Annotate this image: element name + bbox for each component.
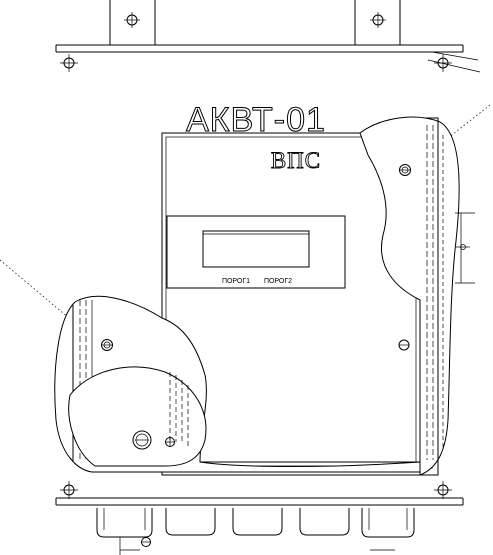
top-screw-hole-left	[124, 12, 140, 28]
cable-gland-5	[361, 508, 415, 551]
right-clip	[427, 51, 481, 73]
ground-screw	[132, 430, 152, 450]
threshold-1-label: ПОРОГ1	[222, 278, 250, 285]
cutaway-upper-right	[359, 116, 460, 476]
cable-gland-2	[165, 508, 216, 536]
cover-screw-lower-left	[101, 339, 113, 351]
top-screw-hole-right	[370, 12, 386, 28]
cable-gland-3	[232, 508, 283, 536]
lcd-display	[202, 230, 310, 268]
threshold-2-label: ПОРОГ2	[264, 278, 292, 285]
model-label: АКВТ-01	[186, 101, 326, 139]
ground-symbol-icon	[165, 437, 175, 447]
cable-gland-1	[96, 508, 153, 555]
bottom-mounting-bracket	[55, 497, 464, 506]
bracket-hole-bottom-left	[60, 481, 78, 499]
bracket-hole-top-right	[434, 54, 452, 72]
bracket-hole-top-left	[60, 54, 78, 72]
brand-label: ВПС	[271, 148, 321, 173]
bracket-hole-bottom-right	[434, 481, 452, 499]
top-mounting-bracket	[55, 0, 464, 53]
inner-seal-contour	[68, 366, 207, 467]
leader-line-left	[0, 259, 96, 341]
ground-terminal-icon	[141, 537, 151, 547]
dimension-marker-right	[455, 212, 475, 284]
cable-gland-4	[299, 508, 350, 536]
cover-screw-lower-right	[398, 339, 410, 351]
cover-screw-upper-right	[399, 164, 411, 176]
